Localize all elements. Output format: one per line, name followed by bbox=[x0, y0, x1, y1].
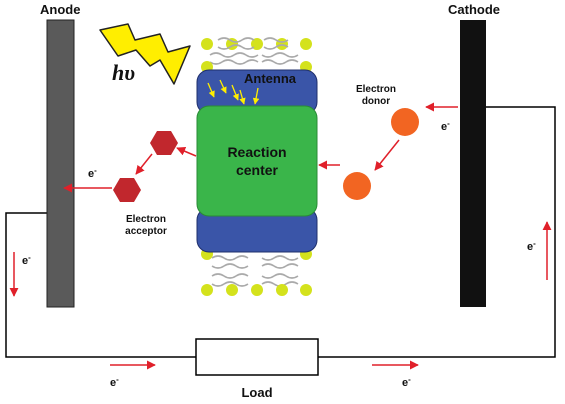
electron-donor-label-2: donor bbox=[362, 96, 390, 107]
electron-flow-arrows bbox=[9, 102, 552, 370]
lipid-membrane-bottom bbox=[201, 248, 312, 296]
electron-acceptor-label-1: Electron bbox=[126, 214, 166, 225]
lightning-bolt-icon bbox=[99, 23, 191, 85]
circuit-wire bbox=[5, 106, 556, 358]
cathode-label: Cathode bbox=[448, 2, 500, 17]
electron-labels: e- e- e- e- e- e- bbox=[22, 119, 536, 389]
electron-donor bbox=[391, 108, 419, 136]
electron-label: e- bbox=[88, 166, 97, 180]
reaction-center bbox=[196, 105, 318, 217]
electron-acceptor bbox=[150, 131, 178, 155]
load-label: Load bbox=[241, 385, 272, 400]
antenna-label: Antenna bbox=[244, 71, 297, 86]
anode-label: Anode bbox=[40, 2, 80, 17]
electron-label: e- bbox=[402, 375, 411, 389]
electron-label: e- bbox=[110, 375, 119, 389]
reaction-center-label-1: Reaction bbox=[227, 144, 286, 160]
cathode-electrode bbox=[460, 20, 486, 307]
electron-donor-label-1: Electron bbox=[356, 84, 396, 95]
photon-arrows bbox=[207, 79, 260, 105]
lipid-membrane-top bbox=[201, 37, 312, 73]
electron-label: e- bbox=[527, 239, 536, 253]
anode-electrode bbox=[46, 19, 75, 308]
electron-acceptor-label-2: acceptor bbox=[125, 226, 167, 237]
load-resistor bbox=[195, 338, 319, 376]
electron-acceptor-reduced bbox=[113, 178, 141, 202]
electron-label: e- bbox=[22, 253, 31, 267]
electron-donor-reduced bbox=[343, 172, 371, 200]
reaction-center-label-2: center bbox=[236, 162, 279, 178]
electron-label: e- bbox=[441, 119, 450, 133]
photon-label: hυ bbox=[112, 60, 135, 85]
